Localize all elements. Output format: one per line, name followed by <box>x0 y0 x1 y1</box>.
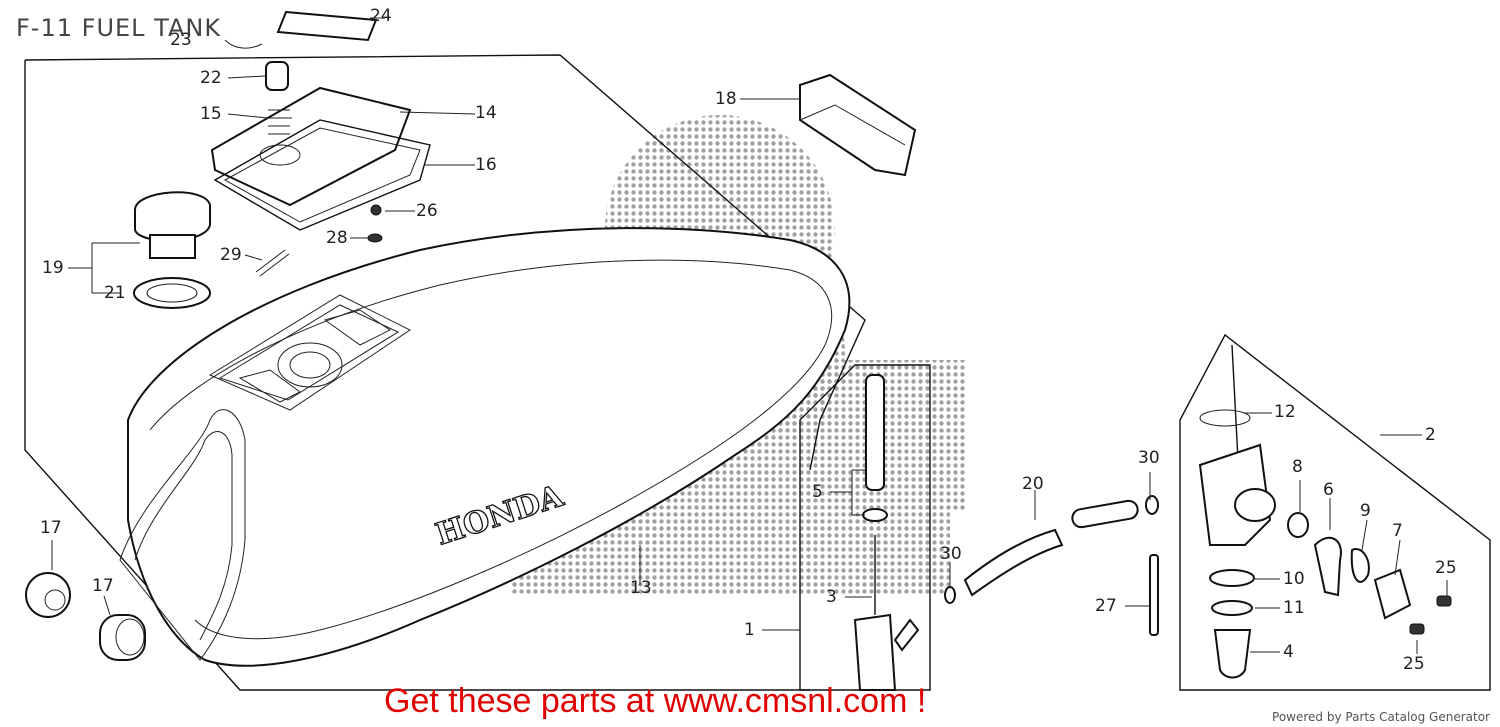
callout-1: 1 <box>744 620 755 640</box>
callout-8: 8 <box>1292 457 1303 477</box>
bracket-18 <box>799 73 917 177</box>
callout-15: 15 <box>200 104 222 124</box>
callout-3: 3 <box>826 587 837 607</box>
tank-group-outline <box>24 54 866 691</box>
callout-10: 10 <box>1283 569 1305 589</box>
callout-30b: 30 <box>940 544 962 564</box>
callout-25b: 25 <box>1403 654 1425 674</box>
fuel-hose-20 <box>944 495 1159 604</box>
callout-27: 27 <box>1095 596 1117 616</box>
cmsnl-promo-link[interactable]: Get these parts at www.cmsnl.com ! <box>384 682 927 720</box>
leader-lines <box>51 17 1448 654</box>
callout-25a: 25 <box>1435 558 1457 578</box>
callout-4: 4 <box>1283 642 1294 662</box>
callout-12: 12 <box>1274 402 1296 422</box>
callout-18: 18 <box>715 89 737 109</box>
callout-11: 11 <box>1283 598 1305 618</box>
callout-22: 22 <box>200 68 222 88</box>
callout-7: 7 <box>1392 521 1403 541</box>
cushion-17 <box>25 572 146 661</box>
callout-29: 29 <box>220 245 242 265</box>
callout-5: 5 <box>812 482 823 502</box>
callout-26: 26 <box>416 201 438 221</box>
footer-credit: Powered by Parts Catalog Generator <box>1272 710 1490 724</box>
callout-19: 19 <box>42 258 64 278</box>
fuel-cap-assembly <box>133 10 431 309</box>
callout-21: 21 <box>104 283 126 303</box>
callout-20: 20 <box>1022 474 1044 494</box>
page-title: F-11 FUEL TANK <box>16 14 222 42</box>
callout-6: 6 <box>1323 480 1334 500</box>
callout-14: 14 <box>475 103 497 123</box>
callout-2: 2 <box>1425 425 1436 445</box>
callout-13: 13 <box>630 578 652 598</box>
petcock-assembly-2 <box>1149 344 1452 679</box>
fuel-cock-1 <box>853 374 920 691</box>
fuel-tank: HONDA <box>119 227 851 667</box>
callout-28: 28 <box>326 228 348 248</box>
callout-9: 9 <box>1360 501 1371 521</box>
callout-24: 24 <box>370 6 392 26</box>
callout-17b: 17 <box>92 576 114 596</box>
callout-23: 23 <box>170 30 192 50</box>
callout-17a: 17 <box>40 518 62 538</box>
callout-16: 16 <box>475 155 497 175</box>
callout-30a: 30 <box>1138 448 1160 468</box>
petcock-group-outline <box>1179 333 1491 691</box>
